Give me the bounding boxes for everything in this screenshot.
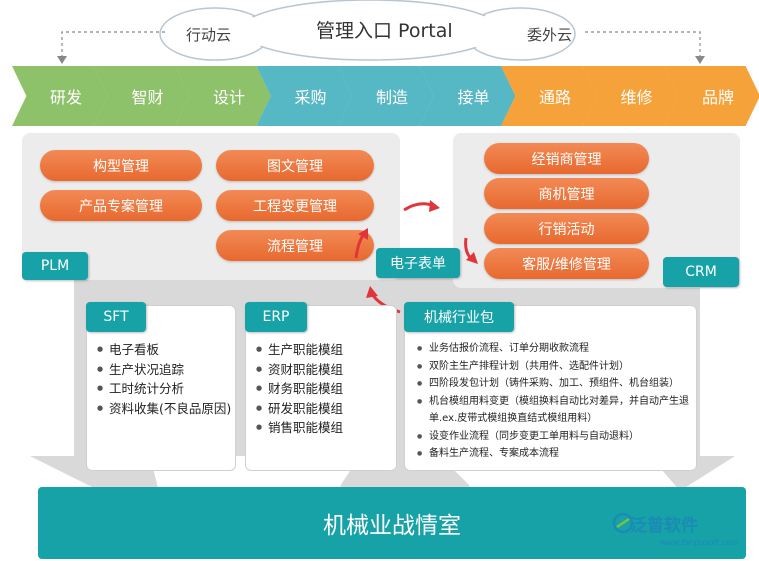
chain-step: 通路 <box>501 66 597 126</box>
crm-item: 经销商管理 <box>484 143 649 174</box>
chain-step: 采购 <box>256 66 353 126</box>
portal-title: 管理入口 Portal <box>316 20 453 42</box>
sft-tag: SFT <box>86 302 146 332</box>
erp-item: 生产职能模组 <box>256 340 343 360</box>
machinery-item: 业务估报价流程、订单分期收款流程 <box>417 340 689 358</box>
war-room-label: 机械业战情室 <box>323 513 461 539</box>
erp-item: 研发职能模组 <box>256 399 343 419</box>
brand-logo-icon <box>612 512 634 534</box>
plm-item: 流程管理 <box>216 230 374 261</box>
machinery-item: 双阶主生产排程计划（共用件、选配件计划） <box>417 358 689 376</box>
plm-item: 构型管理 <box>40 150 202 181</box>
cloud-connectors <box>57 31 705 64</box>
chain-step: 接单 <box>419 66 516 126</box>
crm-tag: CRM <box>663 257 739 287</box>
cycle-arrows <box>354 200 478 314</box>
chain-step: 智财 <box>93 66 190 126</box>
machinery-tag: 机械行业包 <box>404 302 514 332</box>
sft-item: 资料收集(不良品原因) <box>97 399 231 419</box>
erp-list: 生产职能模组 资财职能模组 财务职能模组 研发职能模组 销售职能模组 <box>256 340 343 438</box>
chain-step: 研发 <box>12 66 108 126</box>
portal-cloud <box>159 0 576 61</box>
crm-item: 客服/维修管理 <box>484 248 649 279</box>
erp-item: 财务职能模组 <box>256 379 343 399</box>
cloud-right-label: 委外云 <box>527 26 573 44</box>
sft-item: 工时统计分析 <box>97 379 231 399</box>
crm-item: 行销活动 <box>484 213 649 244</box>
cloud-left-label: 行动云 <box>186 26 232 44</box>
plm-item: 工程变更管理 <box>216 190 374 221</box>
machinery-list: 业务估报价流程、订单分期收款流程 双阶主生产排程计划（共用件、选配件计划） 四阶… <box>417 340 689 463</box>
machinery-item: 设变作业流程（同步变更工单用料与自动退料） <box>417 428 689 446</box>
erp-item: 销售职能模组 <box>256 418 343 438</box>
machinery-item: 四阶段发包计划（铸件采购、加工、预组件、机台组装） <box>417 375 689 393</box>
crm-item: 商机管理 <box>484 178 649 209</box>
chain-step: 维修 <box>582 66 679 126</box>
machinery-panel: 业务估报价流程、订单分期收款流程 双阶主生产排程计划（共用件、选配件计划） 四阶… <box>404 305 697 471</box>
machinery-item: 机台模组用料变更（模组换料自动比对差异，并自动产生退单.ex.皮带式模组换直结式… <box>417 393 689 428</box>
sft-item: 生产状况追踪 <box>97 360 231 380</box>
plm-item: 产品专案管理 <box>40 190 202 221</box>
sft-item: 电子看板 <box>97 340 231 360</box>
erp-panel: 生产职能模组 资财职能模组 财务职能模组 研发职能模组 销售职能模组 <box>245 305 397 471</box>
chain-step: 制造 <box>338 66 434 126</box>
plm-item: 图文管理 <box>216 150 374 181</box>
machinery-item: 备料生产流程、专案成本流程 <box>417 445 689 463</box>
chain-step: 设计 <box>175 66 271 126</box>
erp-item: 资财职能模组 <box>256 360 343 380</box>
eform-tag: 电子表单 <box>376 248 460 278</box>
chain-step: 品牌 <box>664 66 759 126</box>
plm-tag: PLM <box>22 252 88 280</box>
brand-name: 泛普软件 <box>630 516 698 536</box>
sft-list: 电子看板 生产状况追踪 工时统计分析 资料收集(不良品原因) <box>97 340 231 418</box>
war-room-bar: 机械业战情室 <box>38 487 746 559</box>
brand-url: www.fanpusoft.com <box>660 538 739 547</box>
erp-tag: ERP <box>245 302 307 332</box>
sft-panel: 电子看板 生产状况追踪 工时统计分析 资料收集(不良品原因) <box>86 305 236 471</box>
